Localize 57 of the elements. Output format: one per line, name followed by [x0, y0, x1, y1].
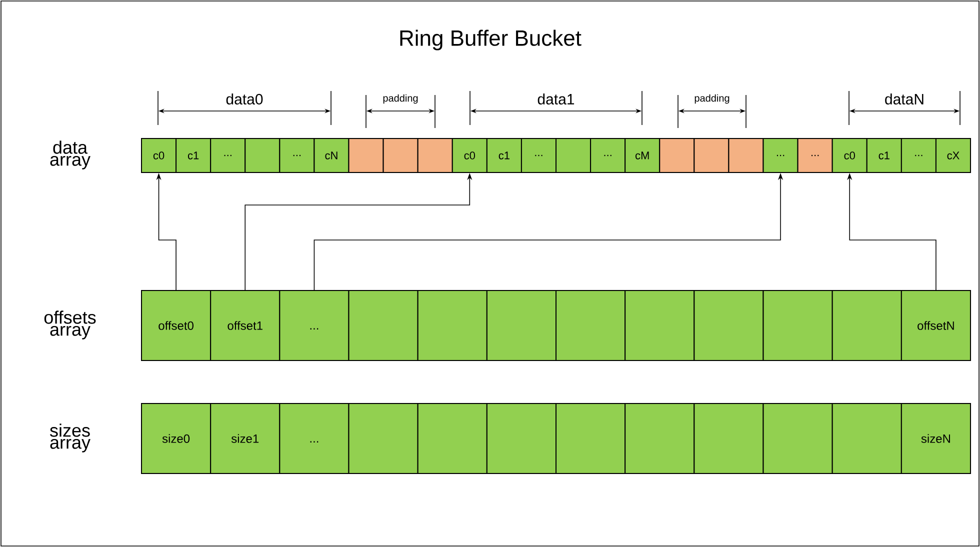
array-cell: ... — [279, 138, 315, 173]
array-cell — [417, 290, 488, 361]
array-cell: c0 — [832, 138, 868, 173]
array-cell: offset1 — [210, 290, 280, 361]
array-cell — [694, 290, 764, 361]
dimension-label: data0 — [226, 94, 263, 104]
array-cell — [556, 403, 626, 474]
array-cell — [762, 403, 833, 474]
array-cell: ... — [900, 138, 936, 173]
array-cell: c1 — [486, 138, 522, 173]
array-cell — [348, 290, 418, 361]
array-cell: size1 — [210, 403, 280, 474]
array-cell: ... — [762, 138, 798, 173]
array-cell: offsetN — [900, 290, 971, 361]
array-cell: cM — [624, 138, 660, 173]
array-cell — [348, 403, 418, 474]
array-cell — [762, 290, 833, 361]
array-cell — [486, 290, 556, 361]
array-cell: cX — [935, 138, 971, 173]
array-cell — [417, 403, 488, 474]
dimension-label: data1 — [538, 94, 574, 104]
array-cell: ... — [797, 138, 833, 173]
array-cell: size0 — [141, 403, 212, 474]
array-cell: c0 — [452, 138, 488, 173]
dimension-label: padding — [383, 94, 418, 104]
array-cell — [382, 138, 418, 173]
array-cell — [659, 138, 695, 173]
array-cell — [624, 290, 695, 361]
array-cell — [728, 138, 764, 173]
array-cell — [244, 138, 280, 173]
row-label: data array — [50, 140, 90, 170]
array-cell: ... — [279, 403, 350, 474]
array-cell — [556, 290, 626, 361]
row-label: offsets array — [44, 310, 96, 340]
array-cell — [486, 403, 556, 474]
row-label: sizes array — [50, 424, 90, 452]
array-cell: c1 — [176, 138, 212, 173]
array-cell — [694, 403, 764, 474]
array-cell — [832, 403, 902, 474]
dimension-label: dataN — [885, 94, 924, 104]
array-cell: c1 — [866, 138, 902, 173]
array-cell — [556, 138, 592, 173]
array-cell — [417, 138, 453, 173]
array-cell: c0 — [141, 138, 177, 173]
array-cell — [624, 403, 695, 474]
array-cell: ... — [590, 138, 626, 173]
array-cell — [832, 290, 902, 361]
array-cell: ... — [210, 138, 246, 173]
array-cell: cN — [314, 138, 350, 173]
array-cell — [694, 138, 730, 173]
array-cell: offset0 — [141, 290, 212, 361]
array-cell: ... — [279, 290, 350, 361]
dimension-label: padding — [694, 94, 730, 104]
array-cell: sizeN — [900, 403, 971, 474]
array-cell: ... — [520, 138, 556, 173]
title: Ring Buffer Bucket — [400, 30, 582, 50]
array-cell — [348, 138, 384, 173]
